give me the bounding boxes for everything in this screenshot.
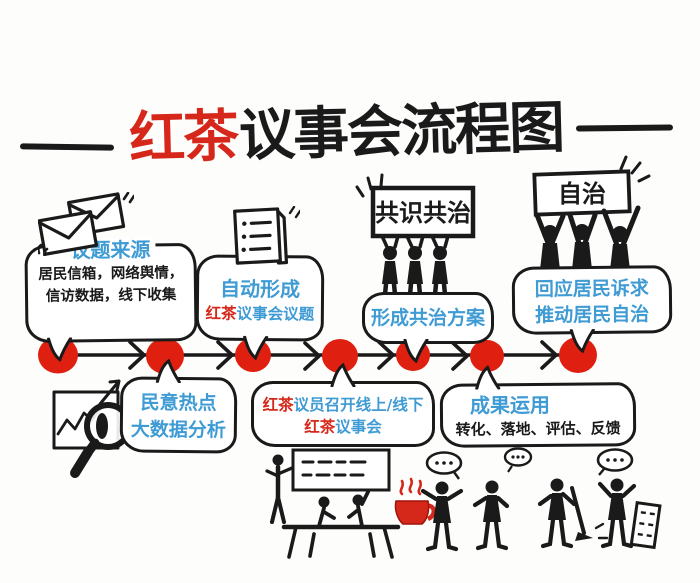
sign-board — [532, 169, 632, 217]
bubble-tail — [330, 363, 356, 387]
bubble-text: 大数据分析 — [130, 418, 226, 442]
bubble-respond-residents: 回应居民诉求 推动居民自治 — [511, 265, 673, 354]
bubble-tail — [569, 328, 595, 354]
bubble-text: 转化、落地、评估、反馈 — [455, 419, 621, 439]
title-highlight: 红茶 — [128, 103, 239, 172]
whiteboard — [291, 448, 391, 492]
bubble-tail — [475, 365, 501, 390]
bubble-text: 红茶议事会议题 — [205, 304, 315, 324]
bubble-text: 红茶议事会 — [304, 418, 382, 437]
speech-ellipsis-bubble-icon — [503, 447, 533, 473]
bubble-topic-source: 议题来源 居民信箱，网络舆情， 信访数据，线下收集 — [24, 237, 198, 362]
bubble-text: 红茶议员召开线上/线下 — [262, 396, 424, 414]
meeting-scene-icon — [265, 448, 436, 559]
emphasis-marks — [619, 155, 651, 183]
bubble-consensus-plan: 形成共治方案 — [362, 292, 494, 363]
bubble-heading: 成果运用 — [469, 392, 551, 418]
chart-magnifier-icon — [52, 379, 132, 478]
bubble-public-opinion: 民意热点 大数据分析 — [119, 358, 238, 454]
title-dash-right — [575, 124, 674, 132]
bubble-heading: 形成共治方案 — [370, 307, 485, 329]
bubble-text: 居民信箱，网络舆情， — [38, 265, 184, 283]
checklist-icon — [233, 206, 300, 265]
bubble-tail — [403, 339, 429, 363]
mop-head — [575, 532, 593, 541]
bubble-text: 信访数据，线下收集 — [45, 287, 177, 306]
mop-handle — [570, 486, 586, 535]
speech-ellipsis-bubble-icon — [425, 451, 463, 480]
envelopes-icon — [38, 192, 134, 256]
timeline-dot — [559, 337, 597, 373]
bubble-tail — [243, 335, 269, 361]
trend-arrow — [98, 379, 121, 406]
crowd-scene-icon — [420, 447, 662, 552]
title-dash-left — [19, 143, 115, 151]
timeline-arrowheads — [128, 340, 558, 371]
bubble-tail — [47, 337, 73, 362]
bubble-council-meeting: 红茶议员召开线上/线下 红茶议事会 — [251, 363, 435, 447]
sign-text: 共识共治 — [375, 199, 471, 227]
sign-board — [370, 185, 476, 239]
bubble-auto-form: 自动形成 红茶议事会议题 — [195, 254, 325, 361]
teacup-icon — [394, 477, 436, 525]
emphasis-marks — [355, 173, 384, 198]
sign-text: 自治 — [558, 180, 606, 208]
timeline-dot — [322, 339, 358, 373]
list-device-icon — [629, 500, 662, 550]
steam — [399, 477, 423, 496]
bubble-text: 推动居民自治 — [535, 303, 650, 327]
bubble-text: 民意热点 — [140, 391, 217, 415]
timeline-dot — [146, 338, 184, 374]
speech-ellipsis-bubble-icon — [596, 448, 634, 476]
figures — [420, 478, 637, 552]
bubble-results-application: 成果运用 转化、落地、评估、反馈 — [439, 365, 637, 448]
magnifier-handle — [70, 447, 93, 478]
timeline-dot — [470, 340, 504, 372]
bubble-text: 回应居民诉求 — [534, 277, 649, 301]
bubble-tail — [155, 358, 181, 384]
